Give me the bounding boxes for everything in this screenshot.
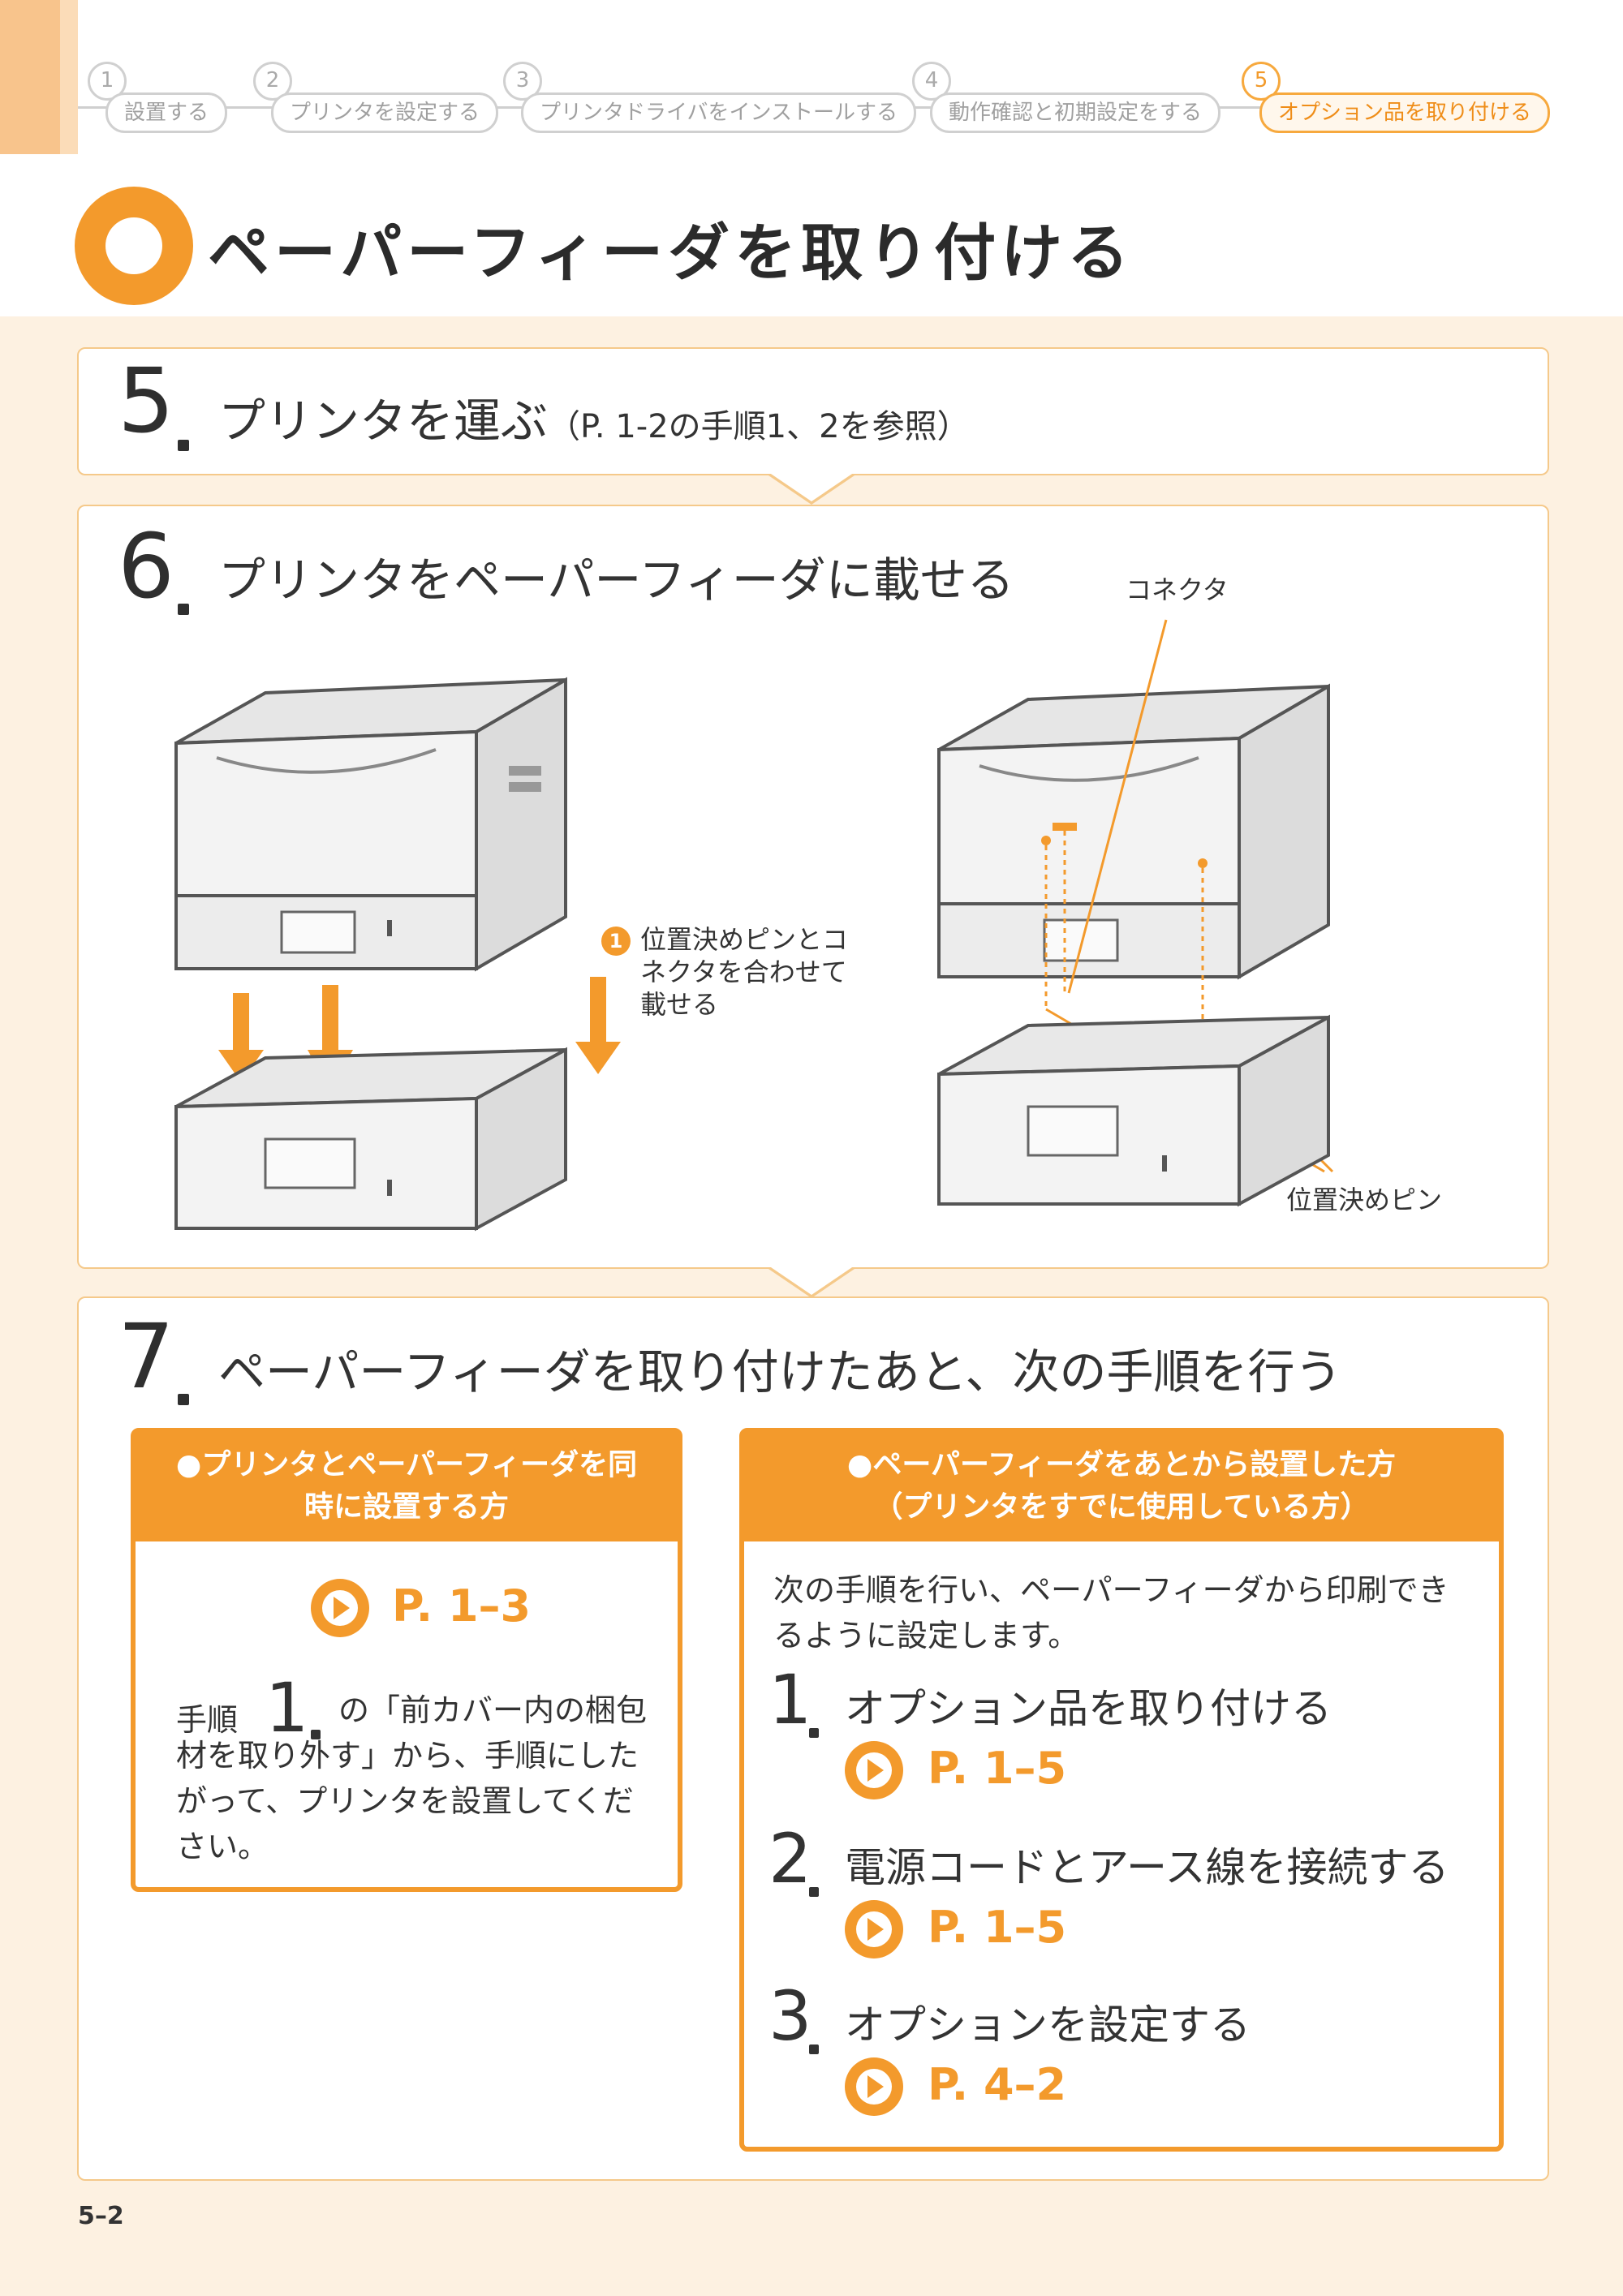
progress-step-label: 動作確認と初期設定をする: [930, 92, 1221, 133]
list-item-dot: [809, 1728, 819, 1738]
list-item-text: オプションを設定する: [845, 2001, 1251, 2049]
callout-number-badge: 1: [601, 927, 631, 956]
subbox-heading-line-2: （プリンタをすでに使用している方）: [873, 1490, 1370, 1524]
step-text: プリンタを運ぶ（P. 1-2の手順1、2を参照）: [218, 383, 970, 451]
page-number: 5–2: [78, 2202, 124, 2230]
right-box-intro: 次の手順を行い、ペーパーフィーダから印刷できるように設定します。: [773, 1572, 1449, 1653]
callout-text: 位置決めピンとコネクタを合わせて載せる: [640, 924, 849, 1020]
step-number-dot: [178, 440, 189, 451]
step-7-box: 7 ペーパーフィーダを取り付けたあと、次の手順を行う ●プリンタとペーパーフィー…: [77, 1296, 1549, 2181]
arrow-right-icon: [845, 1900, 903, 1958]
list-item-number: 2: [768, 1819, 812, 1898]
step-text: プリンタをペーパーフィーダに載せる: [218, 553, 1014, 608]
left-box-body: の「前カバー内の梱包材を取り外す」から、手順にしたがって、プリンタを設置してくだ…: [176, 1692, 648, 1864]
progress-step-label: プリンタを設定する: [271, 92, 499, 133]
step-number: 5: [118, 349, 174, 453]
step-number-dot: [178, 604, 189, 615]
callout-1: 1 位置決めピンとコネクタを合わせて載せる: [601, 923, 867, 1021]
arrow-right-icon: [311, 1579, 369, 1637]
step-connector-arrow: [766, 1266, 857, 1298]
step-text: ペーパーフィーダを取り付けたあと、次の手順を行う: [218, 1344, 1342, 1400]
progress-step-label: 設置する: [105, 92, 228, 133]
list-item-dot: [809, 1887, 819, 1897]
simultaneous-install-box: ●プリンタとペーパーフィーダを同時に設置する方 P. 1–3 手順 1 の「前カ…: [131, 1428, 682, 1892]
printer-mounted-illustration: [937, 619, 1334, 1207]
list-item-number: 3: [768, 1976, 812, 2056]
progress-step-number: 4: [912, 62, 951, 101]
step-text-main: プリンタを運ぶ: [218, 393, 549, 449]
step-number-dot: [178, 1394, 189, 1405]
header-area: [0, 0, 1623, 316]
side-tab-strip: [60, 0, 78, 154]
arrow-right-icon: [845, 2057, 903, 2116]
progress-step-label: オプション品を取り付ける: [1259, 92, 1551, 133]
connector-label: コネクタ: [1126, 574, 1229, 605]
step-ref-number: 1: [265, 1668, 309, 1748]
subbox-heading: ●ペーパーフィーダをあとから設置した方 （プリンタをすでに使用している方）: [744, 1433, 1499, 1541]
step-note: （P. 1-2の手順1、2を参照）: [548, 408, 970, 445]
subbox-heading-line-1: ●ペーパーフィーダをあとから設置した方: [846, 1448, 1397, 1481]
list-item-text: オプション品を取り付ける: [845, 1685, 1332, 1732]
title-bullet-icon: [75, 187, 193, 305]
progress-step-label: プリンタドライバをインストールする: [521, 92, 916, 133]
list-item-dot: [809, 2044, 819, 2054]
side-tab: [0, 0, 60, 154]
page-reference-link[interactable]: P. 1–3: [392, 1580, 532, 1632]
later-install-box: ●ペーパーフィーダをあとから設置した方 （プリンタをすでに使用している方） 次の…: [739, 1428, 1504, 2152]
step-6-box: 6 プリンタをペーパーフィーダに載せる 1 位置決めピンとコネクタを合わせて載せ…: [77, 505, 1549, 1269]
arrow-right-icon: [845, 1741, 903, 1799]
step-ref-prefix: 手順: [176, 1702, 239, 1738]
step-number: 7: [118, 1305, 174, 1408]
step-number: 6: [118, 514, 174, 618]
step-connector-arrow: [766, 472, 857, 505]
positioning-pin-label: 位置決めピン: [1286, 1185, 1443, 1215]
page-reference-link[interactable]: P. 1–5: [928, 1902, 1067, 1953]
printer-lowering-illustration: [174, 677, 621, 1232]
step-5-box: 5 プリンタを運ぶ（P. 1-2の手順1、2を参照）: [77, 347, 1549, 475]
page-title: ペーパーフィーダを取り付ける: [208, 217, 1134, 289]
list-item-number: 1: [768, 1660, 812, 1739]
page-reference-link[interactable]: P. 1–5: [928, 1743, 1067, 1794]
step-ref-dot: [311, 1730, 321, 1739]
subbox-heading: ●プリンタとペーパーフィーダを同時に設置する方: [136, 1433, 678, 1541]
page-reference-link[interactable]: P. 4–2: [928, 2059, 1067, 2110]
list-item-text: 電源コードとアース線を接続する: [845, 1844, 1449, 1891]
